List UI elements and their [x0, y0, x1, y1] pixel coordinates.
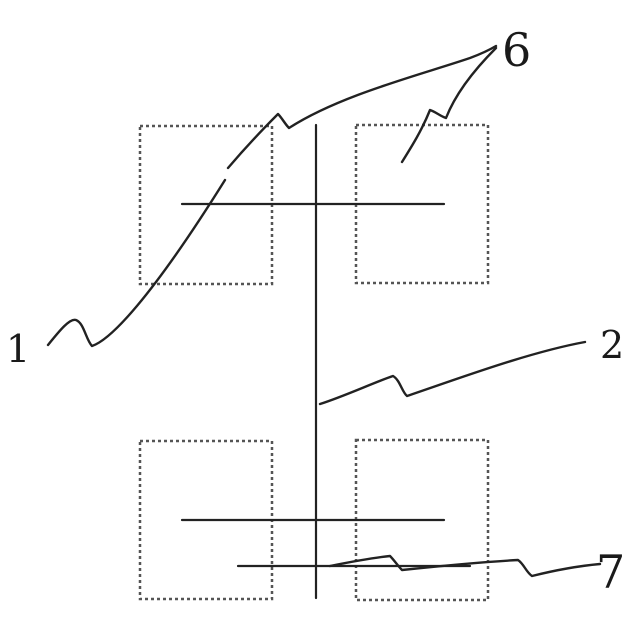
- leader-line-6a: [226, 44, 498, 170]
- label-6: 6: [502, 23, 531, 77]
- leader-line-7: [328, 554, 602, 578]
- label-1: 1: [6, 327, 30, 371]
- leader-line-2: [318, 340, 587, 406]
- leader-line-1: [46, 178, 227, 348]
- label-7: 7: [596, 545, 625, 599]
- leader-line-6b: [400, 46, 498, 164]
- label-2: 2: [600, 323, 624, 367]
